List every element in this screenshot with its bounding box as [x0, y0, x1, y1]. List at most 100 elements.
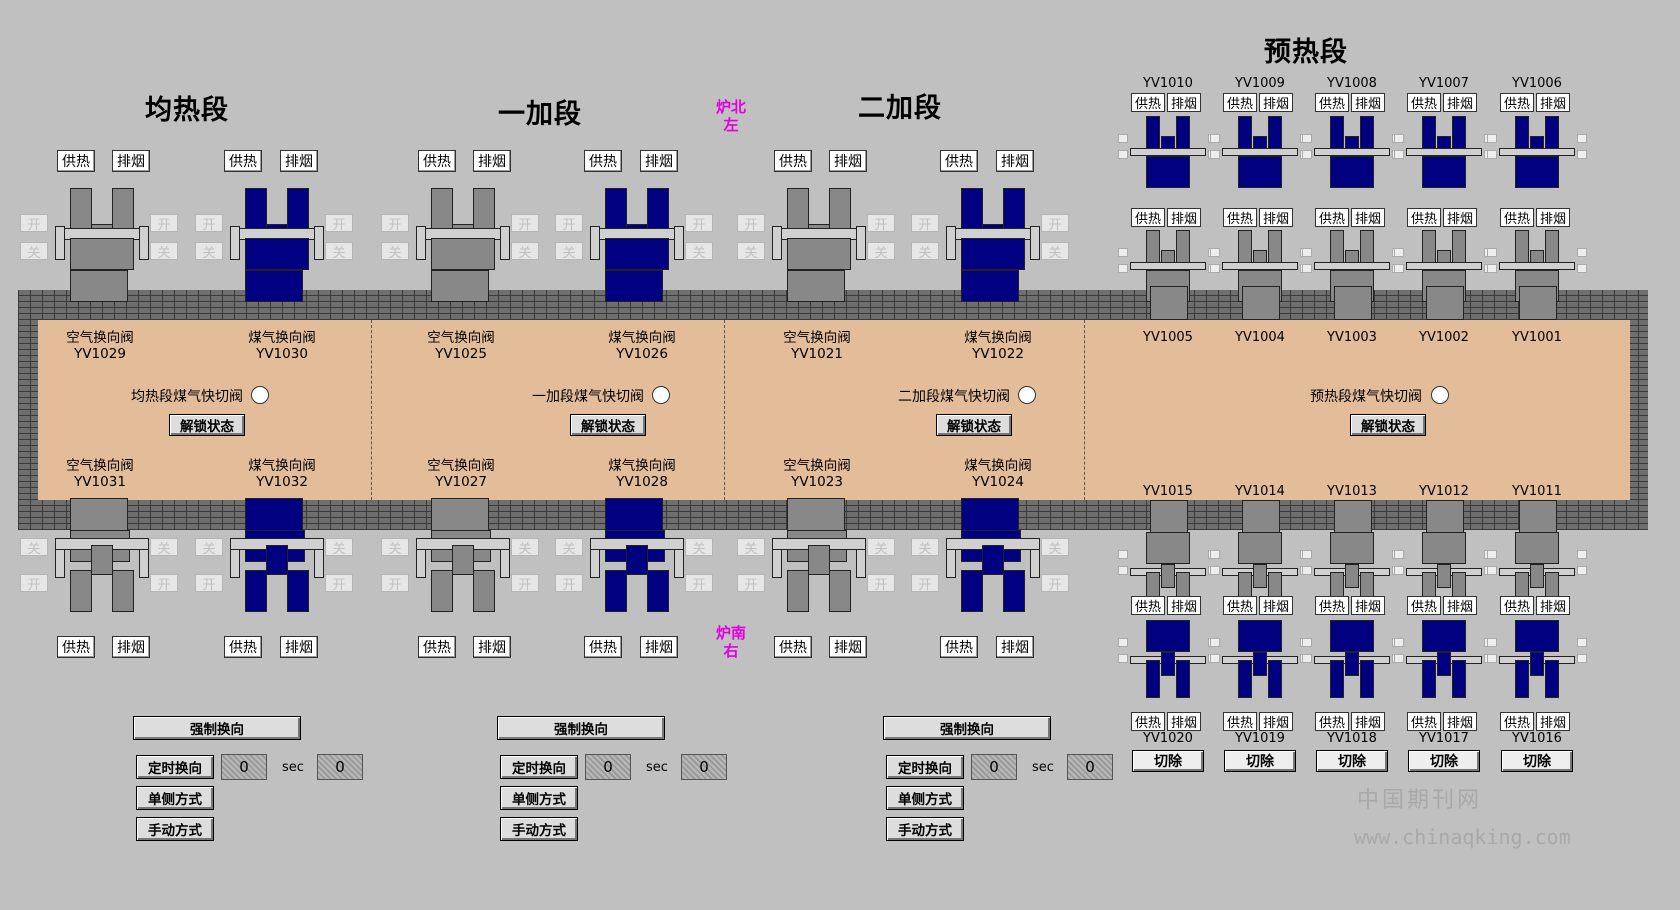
preheat-exhaust-button[interactable]: 排烟 — [1351, 712, 1385, 731]
open-button[interactable]: 开 — [911, 214, 939, 233]
timed-reverse-button[interactable]: 定时换向 — [500, 755, 578, 779]
preheat-exhaust-button[interactable]: 排烟 — [1443, 596, 1477, 615]
preheat-exhaust-button[interactable]: 排烟 — [1536, 596, 1570, 615]
gas-bottom-exhaust-button[interactable]: 排烟 — [280, 636, 318, 658]
preheat-supply-button[interactable]: 供热 — [1315, 596, 1349, 615]
preheat-exhaust-button[interactable]: 排烟 — [1443, 712, 1477, 731]
close-button[interactable]: 关 — [511, 538, 539, 557]
close-button[interactable]: 关 — [195, 538, 223, 557]
air-valve-top[interactable] — [772, 188, 866, 308]
gas-top-supply-button[interactable]: 供热 — [224, 150, 262, 172]
close-button[interactable]: 关 — [1041, 538, 1069, 557]
gas-valve-top[interactable] — [230, 188, 324, 308]
open-button[interactable]: 开 — [150, 214, 178, 233]
quick-cut-valve-indicator[interactable] — [652, 386, 670, 404]
air-top-supply-button[interactable]: 供热 — [418, 150, 456, 172]
preheat-supply-button[interactable]: 供热 — [1500, 93, 1534, 112]
gas-bottom-exhaust-button[interactable]: 排烟 — [996, 636, 1034, 658]
preheat-supply-button[interactable]: 供热 — [1131, 93, 1165, 112]
single-side-mode-button[interactable]: 单侧方式 — [500, 786, 578, 810]
open-button[interactable]: 开 — [1041, 214, 1069, 233]
preheat-supply-button[interactable]: 供热 — [1223, 208, 1257, 227]
air-valve-bottom[interactable] — [416, 530, 510, 650]
close-button[interactable]: 关 — [325, 538, 353, 557]
open-button[interactable]: 开 — [20, 574, 48, 593]
cut-off-button[interactable]: 切除 — [1132, 750, 1204, 772]
gas-top-exhaust-button[interactable]: 排烟 — [996, 150, 1034, 172]
open-button[interactable]: 开 — [685, 214, 713, 233]
open-button[interactable]: 开 — [150, 574, 178, 593]
preheat-air-valve-bottom[interactable] — [1394, 532, 1494, 632]
preheat-gas-valve-bottom[interactable] — [1302, 620, 1402, 720]
manual-mode-button[interactable]: 手动方式 — [500, 817, 578, 841]
preheat-supply-button[interactable]: 供热 — [1315, 93, 1349, 112]
close-button[interactable]: 关 — [150, 538, 178, 557]
preheat-gas-valve-top[interactable] — [1394, 116, 1494, 216]
preheat-supply-button[interactable]: 供热 — [1407, 93, 1441, 112]
open-button[interactable]: 开 — [511, 574, 539, 593]
close-button[interactable]: 关 — [867, 242, 895, 261]
gas-valve-bottom[interactable] — [590, 530, 684, 650]
preheat-gas-valve-top[interactable] — [1210, 116, 1310, 216]
close-button[interactable]: 关 — [381, 242, 409, 261]
timer-input-b[interactable]: 0 — [317, 754, 363, 780]
close-button[interactable]: 关 — [150, 242, 178, 261]
timed-reverse-button[interactable]: 定时换向 — [136, 755, 214, 779]
preheat-exhaust-button[interactable]: 排烟 — [1259, 712, 1293, 731]
gas-bottom-supply-button[interactable]: 供热 — [584, 636, 622, 658]
gas-top-exhaust-button[interactable]: 排烟 — [280, 150, 318, 172]
preheat-gas-valve-top[interactable] — [1302, 116, 1402, 216]
preheat-exhaust-button[interactable]: 排烟 — [1443, 208, 1477, 227]
preheat-air-valve-bottom[interactable] — [1487, 532, 1587, 632]
air-top-exhaust-button[interactable]: 排烟 — [829, 150, 867, 172]
close-button[interactable]: 关 — [737, 538, 765, 557]
air-bottom-exhaust-button[interactable]: 排烟 — [473, 636, 511, 658]
gas-valve-bottom[interactable] — [946, 530, 1040, 650]
close-button[interactable]: 关 — [20, 538, 48, 557]
preheat-exhaust-button[interactable]: 排烟 — [1259, 93, 1293, 112]
preheat-supply-button[interactable]: 供热 — [1223, 596, 1257, 615]
preheat-exhaust-button[interactable]: 排烟 — [1167, 93, 1201, 112]
timer-input-a[interactable]: 0 — [585, 754, 631, 780]
preheat-supply-button[interactable]: 供热 — [1315, 208, 1349, 227]
timer-input-a[interactable]: 0 — [221, 754, 267, 780]
close-button[interactable]: 关 — [685, 538, 713, 557]
preheat-exhaust-button[interactable]: 排烟 — [1167, 208, 1201, 227]
cut-off-button[interactable]: 切除 — [1408, 750, 1480, 772]
preheat-exhaust-button[interactable]: 排烟 — [1536, 712, 1570, 731]
air-valve-bottom[interactable] — [55, 530, 149, 650]
air-bottom-exhaust-button[interactable]: 排烟 — [112, 636, 150, 658]
preheat-supply-button[interactable]: 供热 — [1407, 712, 1441, 731]
cut-off-button[interactable]: 切除 — [1501, 750, 1573, 772]
air-top-exhaust-button[interactable]: 排烟 — [112, 150, 150, 172]
unlock-button[interactable]: 解锁状态 — [936, 414, 1012, 436]
close-button[interactable]: 关 — [511, 242, 539, 261]
open-button[interactable]: 开 — [737, 574, 765, 593]
force-reverse-button[interactable]: 强制换向 — [497, 716, 665, 740]
open-button[interactable]: 开 — [20, 214, 48, 233]
air-valve-top[interactable] — [55, 188, 149, 308]
close-button[interactable]: 关 — [20, 242, 48, 261]
preheat-exhaust-button[interactable]: 排烟 — [1536, 93, 1570, 112]
open-button[interactable]: 开 — [555, 574, 583, 593]
close-button[interactable]: 关 — [325, 242, 353, 261]
preheat-exhaust-button[interactable]: 排烟 — [1443, 93, 1477, 112]
open-button[interactable]: 开 — [911, 574, 939, 593]
timed-reverse-button[interactable]: 定时换向 — [886, 755, 964, 779]
open-button[interactable]: 开 — [325, 214, 353, 233]
preheat-supply-button[interactable]: 供热 — [1500, 208, 1534, 227]
preheat-gas-valve-top[interactable] — [1118, 116, 1218, 216]
single-side-mode-button[interactable]: 单侧方式 — [136, 786, 214, 810]
air-valve-bottom[interactable] — [772, 530, 866, 650]
preheat-gas-valve-bottom[interactable] — [1487, 620, 1587, 720]
close-button[interactable]: 关 — [911, 538, 939, 557]
open-button[interactable]: 开 — [555, 214, 583, 233]
single-side-mode-button[interactable]: 单侧方式 — [886, 786, 964, 810]
preheat-supply-button[interactable]: 供热 — [1500, 712, 1534, 731]
preheat-gas-valve-top[interactable] — [1487, 116, 1587, 216]
preheat-gas-valve-bottom[interactable] — [1118, 620, 1218, 720]
gas-bottom-supply-button[interactable]: 供热 — [940, 636, 978, 658]
preheat-supply-button[interactable]: 供热 — [1315, 712, 1349, 731]
open-button[interactable]: 开 — [381, 214, 409, 233]
preheat-unlock-button[interactable]: 解锁状态 — [1350, 414, 1426, 436]
